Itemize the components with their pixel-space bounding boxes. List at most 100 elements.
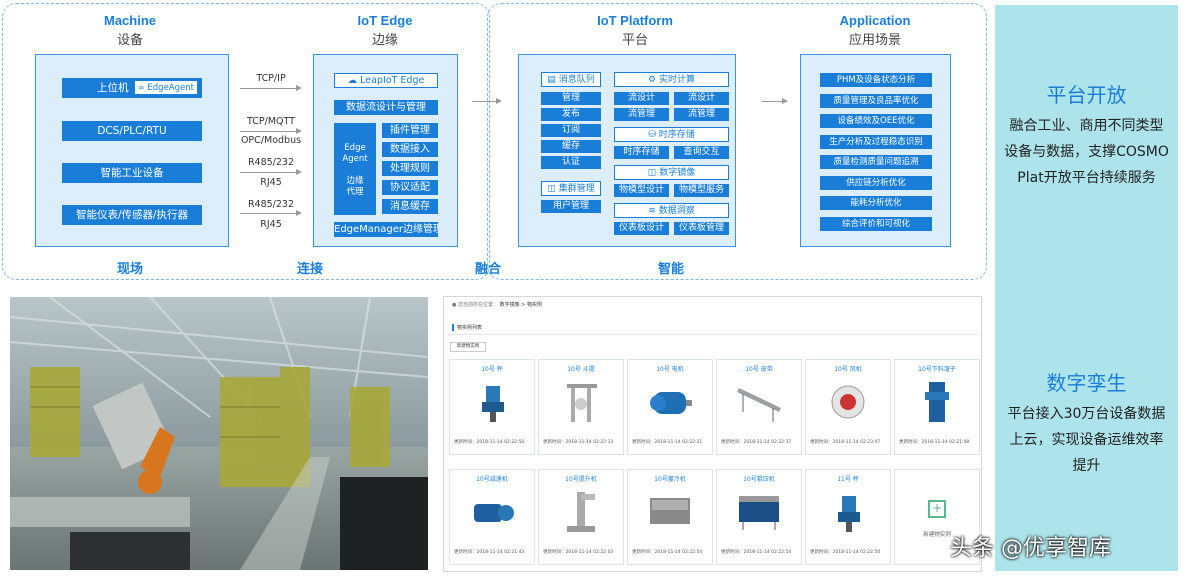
arrow-1 [240, 85, 302, 91]
equipment-icon [838, 496, 860, 532]
fusion-footer: 融合 [474, 262, 501, 277]
mq-publish: 发布 [541, 108, 601, 121]
mirror-icon: ◫ [647, 168, 657, 178]
protocol-r485-2: R485/232 [247, 199, 295, 210]
edge-manager: EdgeManager边缘管理 [334, 222, 438, 237]
cluster-icon: ◫ [547, 184, 556, 194]
instance-card[interactable]: 10号 皮带更新时间：2018-11-14 02:22:37 [716, 359, 802, 455]
gear-icon: ⚙ [648, 75, 657, 85]
instance-card[interactable]: 10号 风机更新时间：2018-11-14 02:23:07 [805, 359, 891, 455]
instance-update-time: 更新时间：2018-11-14 02:22:50 [810, 550, 881, 555]
instance-name: 10号 皮带 [745, 366, 773, 373]
leapiot-edge-box: ☁ LeapIoT Edge [334, 73, 438, 88]
instance-update-time: 更新时间：2018-11-14 02:22:54 [721, 550, 792, 555]
equipment-icon [737, 388, 781, 422]
host-computer-label: 上位机 [97, 82, 129, 94]
breadcrumb-path[interactable]: 数字镜像 > 物实例 [499, 302, 542, 308]
processing-rules: 处理规则 [382, 161, 438, 176]
instance-card[interactable]: 10号辊压机更新时间：2018-11-14 02:22:54 [716, 469, 802, 565]
stream-manage-1: 流管理 [614, 108, 669, 121]
breadcrumb: ● 您当前所在位置： 数字镜像 > 物实例 [452, 301, 542, 308]
cluster-title-box: ◫ 集群管理 [541, 181, 601, 196]
breadcrumb-prefix: 您当前所在位置： [457, 302, 498, 308]
platform-panel: ▤ 消息队列 管理 发布 订阅 缓存 认证 ◫ 集群管理 用户管理 ⚙ 实时计算… [518, 54, 736, 247]
equipment-icon [650, 392, 692, 414]
digital-twin-text: 平台接入30万台设备数据上云，实现设备运维效率提升 [1007, 406, 1166, 474]
protocol-rj45-1: RJ45 [260, 177, 282, 188]
app-item-6: 能耗分析优化 [820, 196, 932, 210]
stream-design-1: 流设计 [614, 92, 669, 105]
edge-footer: 连接 [296, 262, 323, 277]
data-access: 数据接入 [382, 142, 438, 157]
instance-card[interactable]: 10号篦冷机更新时间：2018-11-14 02:22:54 [627, 469, 713, 565]
insight-title-box: ≋ 数据洞察 [614, 203, 729, 218]
new-instance-card[interactable]: +新建物实例 [894, 469, 980, 565]
stream-manage-2: 流管理 [674, 108, 729, 121]
tsdb-title: 时序存储 [658, 130, 695, 140]
new-instance-button[interactable]: 新建物实例 [450, 342, 486, 352]
realtime-title-box: ⚙ 实时计算 [614, 72, 729, 87]
equipment-icon [567, 492, 595, 532]
protocol-r485-1: R485/232 [247, 157, 295, 168]
mq-title-box: ▤ 消息队列 [541, 72, 601, 87]
mq-subscribe: 订阅 [541, 124, 601, 137]
section-title: 物实例列表 [452, 324, 482, 331]
dataflow-design: 数据流设计与管理 [334, 100, 438, 115]
tsdb-title-box: ⛁ 时序存储 [614, 127, 729, 142]
instance-name: 10号提升机 [565, 476, 597, 483]
edge-panel: ☁ LeapIoT Edge 数据流设计与管理 Edge Agent 边缘 代理… [313, 54, 458, 247]
new-instance-label: 新建物实例 [456, 344, 480, 349]
cloud-icon: ☁ [347, 75, 358, 86]
ts-storage: 时序存储 [614, 146, 669, 159]
protocol-tcp-mqtt: TCP/MQTT [247, 116, 295, 127]
equipment-icon [474, 504, 514, 522]
protocol-rj45-2: RJ45 [260, 219, 282, 230]
app-item-3: 生产分析及过程稳态识别 [820, 135, 932, 149]
equipment-icon [567, 384, 597, 422]
instance-card[interactable]: 10号提升机更新时间：2018-11-14 02:22:03 [538, 469, 624, 565]
instance-name: 10号辊压机 [743, 476, 775, 483]
platform-app-region [487, 3, 987, 280]
protocol-opc-modbus: OPC/Modbus [240, 135, 302, 146]
mq-title: 消息队列 [558, 75, 595, 85]
user-management: 用户管理 [541, 200, 601, 213]
machine-footer: 现场 [116, 262, 143, 277]
smart-industrial-device: 智能工业设备 [62, 163, 202, 183]
equipment-icon [482, 386, 504, 422]
instance-update-time: 更新时间：2018-11-14 02:22:37 [721, 440, 792, 445]
instance-card[interactable]: 10号 电机更新时间：2018-11-14 02:22:21 [627, 359, 713, 455]
arrow-4 [240, 210, 302, 216]
instance-update-time: 更新时间：2018-11-14 02:23:07 [810, 440, 881, 445]
arrow-3 [240, 169, 302, 175]
dashboard-design: 仪表板设计 [614, 222, 669, 235]
instance-update-time: 更新时间：2018-11-14 02:22:50 [454, 440, 525, 445]
dashboard-manage: 仪表板管理 [674, 222, 729, 235]
edge-agent-block: Edge Agent 边缘 代理 [334, 123, 376, 215]
edge-agent-label: EdgeAgent [147, 83, 194, 93]
app-item-5: 供应链分析优化 [820, 176, 932, 190]
realtime-title: 实时计算 [658, 75, 695, 85]
field-edge-region [2, 3, 490, 280]
instance-update-time: 更新时间：2018-11-14 02:22:54 [632, 550, 703, 555]
instance-card[interactable]: 11号 秤更新时间：2018-11-14 02:22:50 [805, 469, 891, 565]
watermark: 头条 @优享智库 [950, 536, 1111, 561]
machine-subtitle: 设备 [116, 33, 143, 48]
mirror-title: 数字镜像 [659, 168, 696, 178]
model-design: 物模型设计 [614, 184, 669, 197]
factory-photo [10, 297, 428, 570]
instance-card[interactable]: 10号 斗提更新时间：2018-11-14 02:22:13 [538, 359, 624, 455]
equipment-icon [925, 382, 949, 422]
leapiot-edge-label: LeapIoT Edge [360, 75, 425, 86]
host-computer: 上位机 ∞ EdgeAgent [62, 78, 202, 98]
machine-title: Machine [103, 13, 156, 28]
instance-card[interactable]: 10号 秤更新时间：2018-11-14 02:22:50 [449, 359, 535, 455]
instance-name: 10号减速机 [476, 476, 508, 483]
instance-name: 10号 电机 [656, 366, 684, 373]
open-platform-text: 融合工业、商用不同类型设备与数据，支撑COSMO Plat开放平台持续服务 [1004, 118, 1169, 186]
edge-subtitle: 边缘 [371, 33, 398, 48]
queue-icon: ▤ [547, 75, 556, 85]
instance-card[interactable]: 10号下料溜子更新时间：2018-11-14 02:21:08 [894, 359, 980, 455]
app-item-0: PHM及设备状态分析 [820, 73, 932, 87]
edge-agent-box: ∞ EdgeAgent [134, 80, 198, 95]
instance-card[interactable]: 10号减速机更新时间：2018-11-14 02:21:43 [449, 469, 535, 565]
